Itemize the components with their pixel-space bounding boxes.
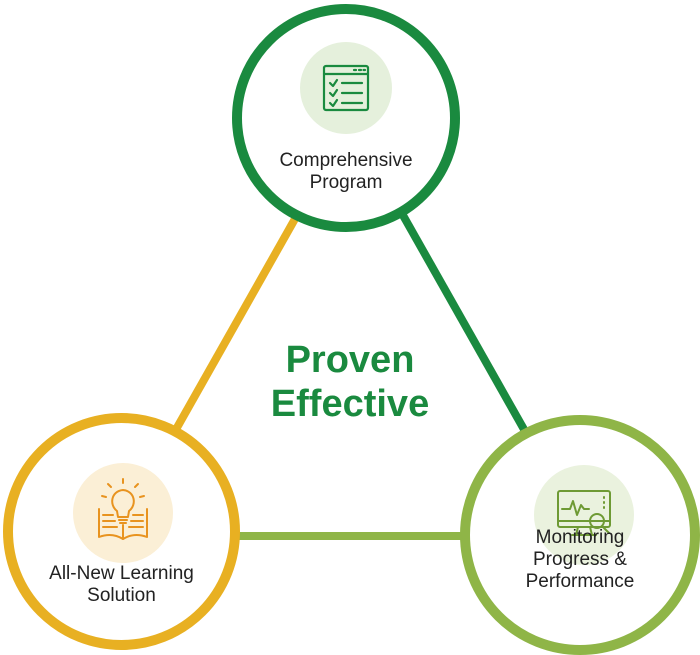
node-label-line1: Comprehensive [279,150,413,171]
node-label-line2: Solution [87,585,156,606]
node-label-line2: Program [309,172,383,193]
connector-top-left [166,208,304,442]
node-label-line1: All-New Learning [49,563,194,584]
node-label-line1: Monitoring [535,527,625,548]
monitor-magnifier-icon [534,465,634,565]
node-label: Monitoring Progress & Performance [470,527,690,593]
node-label: All-New Learning Solution [13,563,230,607]
center-title: Proven Effective [200,338,500,426]
lightbulb-book-icon [73,463,173,563]
node-label-line3: Performance [525,571,635,592]
node-comprehensive-program: Comprehensive Program [232,4,460,232]
node-label-line2: Progress & [533,549,627,570]
center-title-line2: Effective [270,383,430,425]
connector-top-right [396,208,534,442]
node-monitoring-progress-performance: Monitoring Progress & Performance [460,415,700,655]
node-label: Comprehensive Program [242,150,450,194]
node-all-new-learning-solution: All-New Learning Solution [3,413,240,650]
center-title-line1: Proven [285,339,415,381]
checklist-icon [300,42,392,134]
